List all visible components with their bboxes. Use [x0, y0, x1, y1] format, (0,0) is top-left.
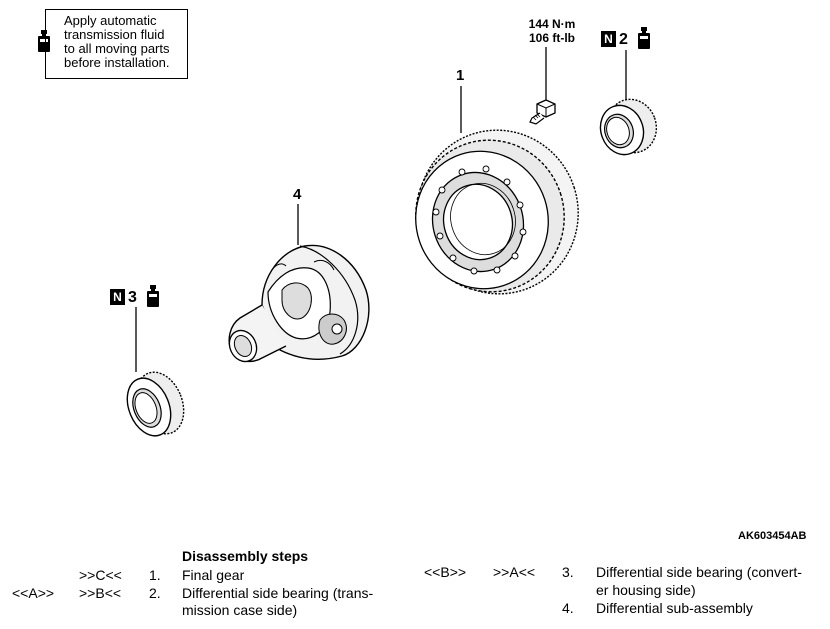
step-4-text: Differential sub-assembly [596, 600, 753, 616]
step-1-number: 1. [149, 567, 161, 583]
step-2-text-line-2: mission case side) [182, 602, 298, 618]
step-2-mark-right: >>B<< [79, 585, 122, 601]
differential-case [228, 204, 370, 363]
step-3-number: 3. [562, 564, 574, 580]
note-box [45, 9, 188, 79]
fluid-bottle-icon [147, 285, 159, 307]
step-2-number: 2. [149, 585, 161, 601]
note-line: Apply automatic [64, 13, 157, 28]
step-4-number: 4. [562, 600, 574, 616]
step-2-mark-left: <<A>> [12, 585, 55, 601]
step-3-text-line-1: Differential side bearing (convert- [596, 564, 802, 580]
n3-number: 3 [128, 289, 137, 306]
step-1-text: Final gear [182, 567, 245, 583]
n-symbol: N [601, 31, 616, 47]
note-line: before installation. [64, 55, 170, 70]
step-2-text-line-1: Differential side bearing (trans- [182, 585, 374, 601]
torque-nm: 144 N·m [528, 17, 576, 31]
bearing-3 [126, 307, 185, 437]
callout-1: 1 [456, 67, 465, 84]
reference-code: AK603454AB [738, 530, 807, 542]
callout-4: 4 [293, 186, 302, 203]
bearing-2 [599, 50, 658, 156]
note-line: to all moving parts [64, 41, 170, 56]
note-text: Apply automatic transmission fluid to al… [64, 14, 170, 70]
steps-heading: Disassembly steps [182, 548, 309, 564]
step-3-mark-left: <<B>> [424, 564, 467, 580]
torque-spec: 144 N·m 106 ft-lb [522, 17, 582, 45]
step-3-text-line-2: er housing side) [596, 582, 696, 598]
n-symbol: N [110, 289, 125, 305]
step-3-mark-right: >>A<< [493, 564, 536, 580]
note-line: transmission fluid [64, 27, 165, 42]
fluid-bottle-icon [638, 27, 650, 49]
final-gear [415, 86, 579, 295]
torque-ftlb: 106 ft-lb [528, 31, 575, 45]
final-gear-bolt [529, 99, 556, 125]
n2-number: 2 [619, 31, 628, 48]
step-1-mark-right: >>C<< [79, 567, 122, 583]
